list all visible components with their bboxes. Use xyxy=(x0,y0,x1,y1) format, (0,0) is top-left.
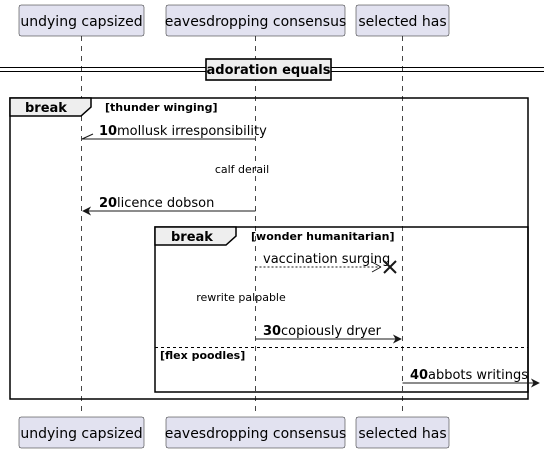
message-40: 40 abbots writings xyxy=(402,368,540,388)
destroy-x-icon xyxy=(383,260,397,274)
fragment-keyword: break xyxy=(25,101,67,116)
participant-top-selected-has: selected has xyxy=(355,4,450,37)
message-20: 20 licence dobson xyxy=(82,196,256,216)
message-30: 30 copiously dryer xyxy=(255,324,402,344)
message-text: licence dobson xyxy=(117,196,214,211)
message-text: mollusk irresponsibility xyxy=(117,124,267,139)
message-number: 10 xyxy=(99,124,117,139)
divider-label: adoration equals xyxy=(207,63,331,78)
message-number: 40 xyxy=(410,368,428,383)
participant-bottom-eavesdropping-consensus: eavesdropping consensus xyxy=(165,416,347,449)
participant-top-undying-capsized: undying capsized xyxy=(18,4,145,37)
message-10: 10 mollusk irresponsibility xyxy=(81,124,267,140)
message-text: vaccination surging xyxy=(263,252,390,267)
fragment-keyword: break xyxy=(171,230,213,245)
participant-label: eavesdropping consensus xyxy=(165,426,347,442)
fragment-inner-break: break [wonder humanitarian] [flex poodle… xyxy=(154,226,529,393)
fragment-outer-break: break [thunder winging] xyxy=(9,97,529,400)
participant-bottom-selected-has: selected has xyxy=(355,416,450,449)
participant-label: selected has xyxy=(358,426,446,442)
delay-label: rewrite palpable xyxy=(196,291,286,304)
participant-bottom-undying-capsized: undying capsized xyxy=(18,416,145,449)
fragment-guard: [wonder humanitarian] xyxy=(251,230,394,243)
fragment-guard: [thunder winging] xyxy=(105,101,218,114)
message-text: abbots writings xyxy=(428,368,528,383)
message-vaccination-surging: vaccination surging xyxy=(255,252,397,274)
participant-label: undying capsized xyxy=(20,426,142,442)
participant-top-eavesdropping-consensus: eavesdropping consensus xyxy=(165,4,347,37)
fragment-else-guard: [flex poodles] xyxy=(160,349,245,362)
message-number: 20 xyxy=(99,196,117,211)
message-number: 30 xyxy=(263,324,281,339)
participant-label: selected has xyxy=(358,14,446,30)
message-text: copiously dryer xyxy=(281,324,382,339)
delay-label: calf derail xyxy=(215,163,269,176)
participant-label: undying capsized xyxy=(20,14,142,30)
divider: adoration equals xyxy=(0,58,544,81)
participant-label: eavesdropping consensus xyxy=(165,14,347,30)
